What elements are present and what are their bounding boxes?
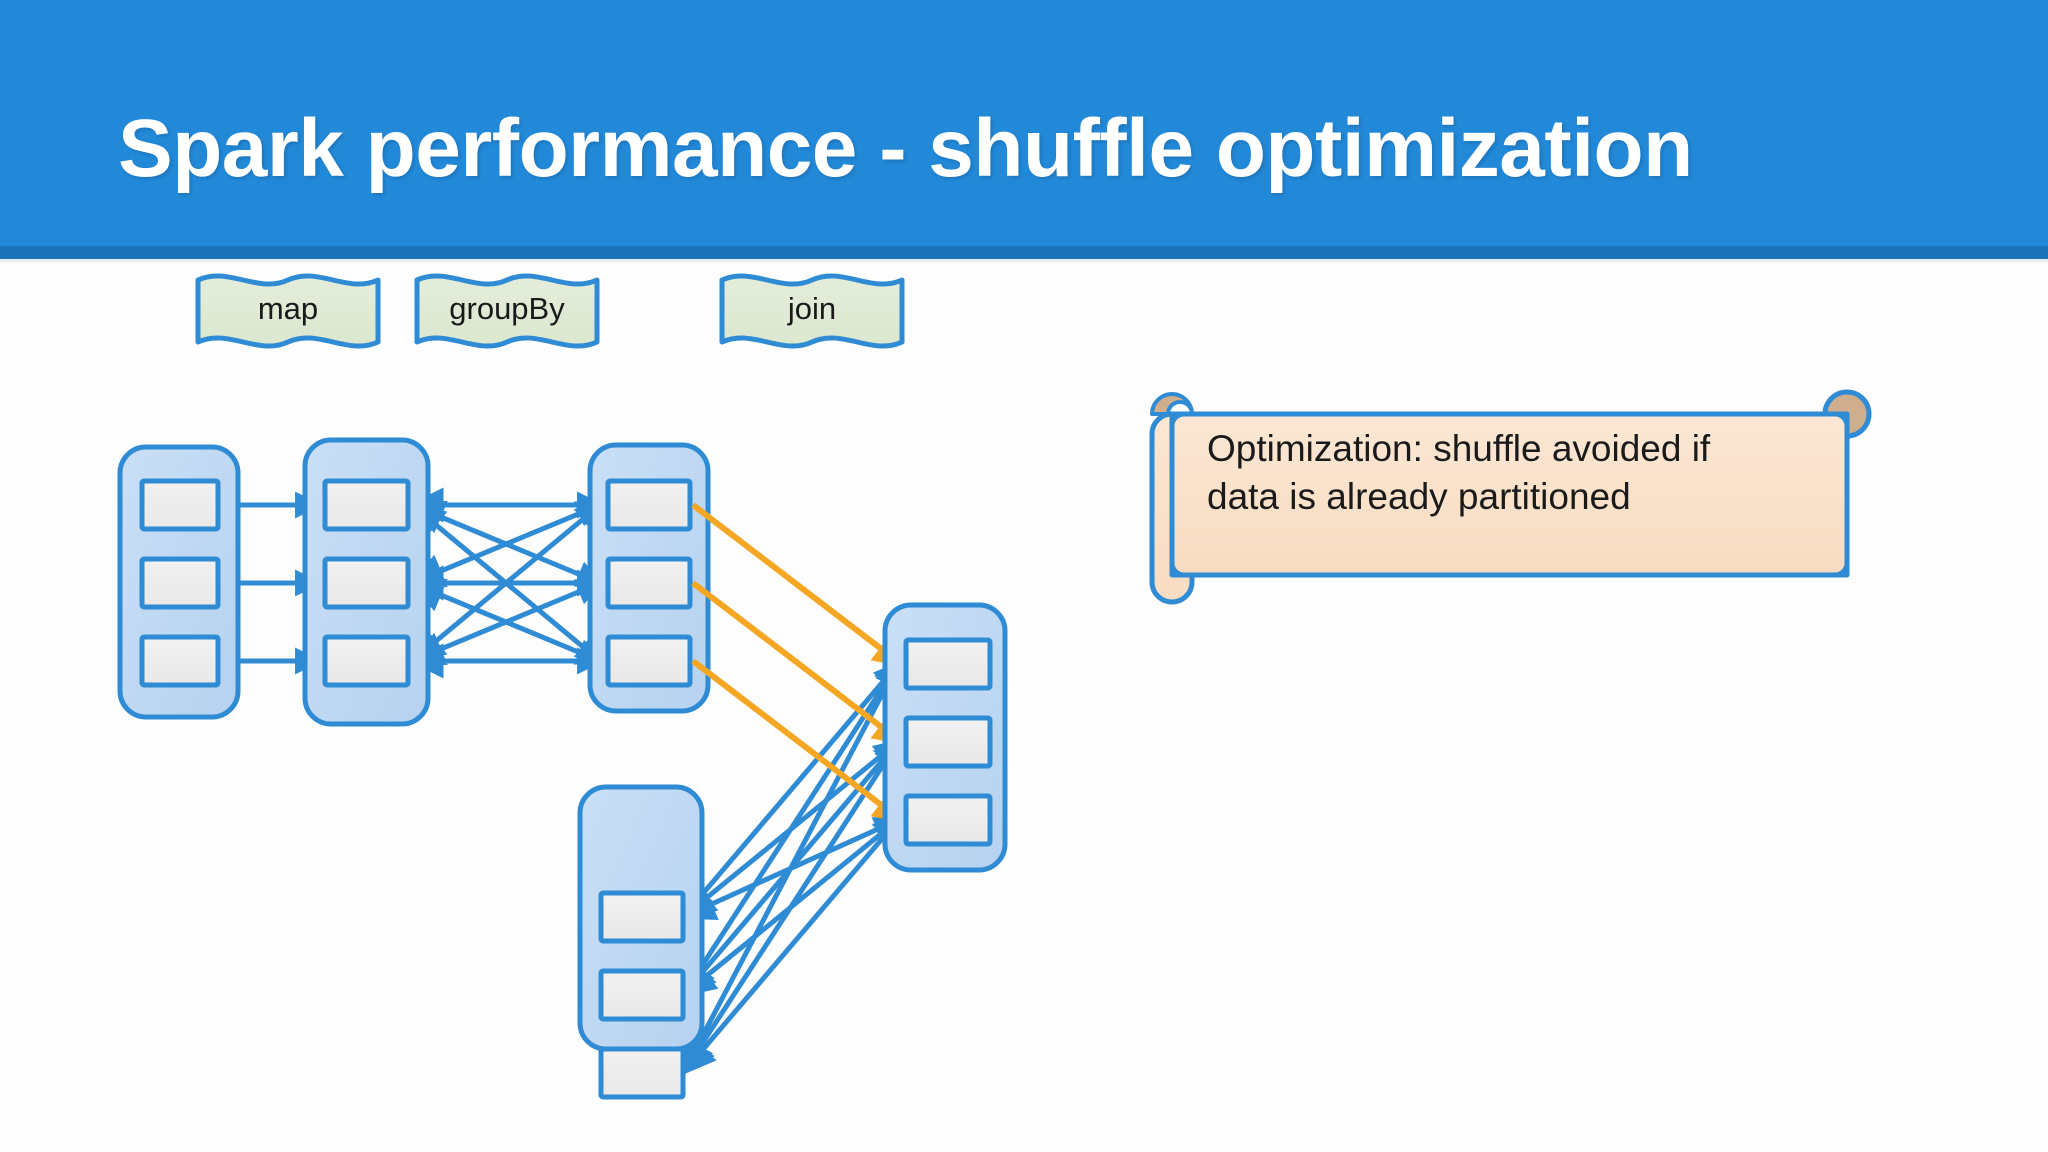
stage-label-join-text: join bbox=[787, 291, 836, 326]
partition-column-input[interactable] bbox=[117, 444, 241, 720]
orange-arrow-3 bbox=[691, 658, 905, 823]
partition-block[interactable] bbox=[322, 556, 411, 610]
shuffle-diagram: map groupBy join bbox=[117, 273, 1872, 1100]
scroll-curl-left-icon bbox=[1150, 392, 1194, 416]
partition-block[interactable] bbox=[903, 793, 993, 847]
orange-spacer bbox=[693, 507, 903, 515]
partition-block[interactable] bbox=[322, 478, 411, 532]
orange-arrow-2 bbox=[691, 580, 905, 745]
partition-block[interactable] bbox=[139, 556, 221, 610]
stage-banner-join: join bbox=[719, 273, 905, 349]
partition-block[interactable] bbox=[605, 634, 693, 688]
title-banner bbox=[0, 0, 2048, 246]
stage-label-map-text: map bbox=[258, 291, 318, 326]
optimization-note[interactable]: Optimization: shuffle avoided if data is… bbox=[1149, 389, 1872, 605]
partition-block[interactable] bbox=[605, 556, 693, 610]
partition-block[interactable] bbox=[139, 634, 221, 688]
partition-block[interactable] bbox=[598, 968, 686, 1022]
orange-arrow-1 bbox=[691, 502, 905, 667]
optimization-note-line1: Optimization: shuffle avoided if bbox=[1207, 428, 1711, 469]
partition-block[interactable] bbox=[322, 634, 411, 688]
partition-column-other[interactable] bbox=[577, 784, 705, 1100]
arrows-optimized-join bbox=[691, 502, 905, 823]
title-banner-underline bbox=[0, 246, 2048, 259]
arrows-optimized-join-diagonals bbox=[693, 507, 903, 515]
partition-block[interactable] bbox=[605, 478, 693, 532]
page-title: Spark performance - shuffle optimization bbox=[118, 103, 1693, 194]
partition-block[interactable] bbox=[598, 1046, 686, 1100]
partition-block[interactable] bbox=[598, 890, 686, 944]
arrows-other-to-joined bbox=[679, 660, 902, 1077]
mesh2-3-1 bbox=[680, 660, 901, 1077]
partition-column-grouped[interactable] bbox=[587, 442, 711, 714]
partition-block[interactable] bbox=[139, 478, 221, 532]
arrows-mapped-to-grouped bbox=[408, 487, 605, 679]
partition-column-mapped[interactable] bbox=[302, 437, 431, 727]
partition-column-joined-real[interactable] bbox=[882, 602, 1008, 873]
scroll-body-rect bbox=[1169, 411, 1850, 578]
stage-banner-groupby: groupBy bbox=[414, 273, 600, 349]
stage-label-groupby-text: groupBy bbox=[449, 291, 565, 326]
optimization-note-line2: data is already partitioned bbox=[1207, 476, 1631, 517]
partition-block[interactable] bbox=[903, 637, 993, 691]
stage-banner-map: map bbox=[195, 273, 381, 349]
partition-block[interactable] bbox=[903, 715, 993, 769]
mesh2-3-3 bbox=[680, 816, 901, 1076]
title-banner-shadow bbox=[0, 259, 2048, 262]
